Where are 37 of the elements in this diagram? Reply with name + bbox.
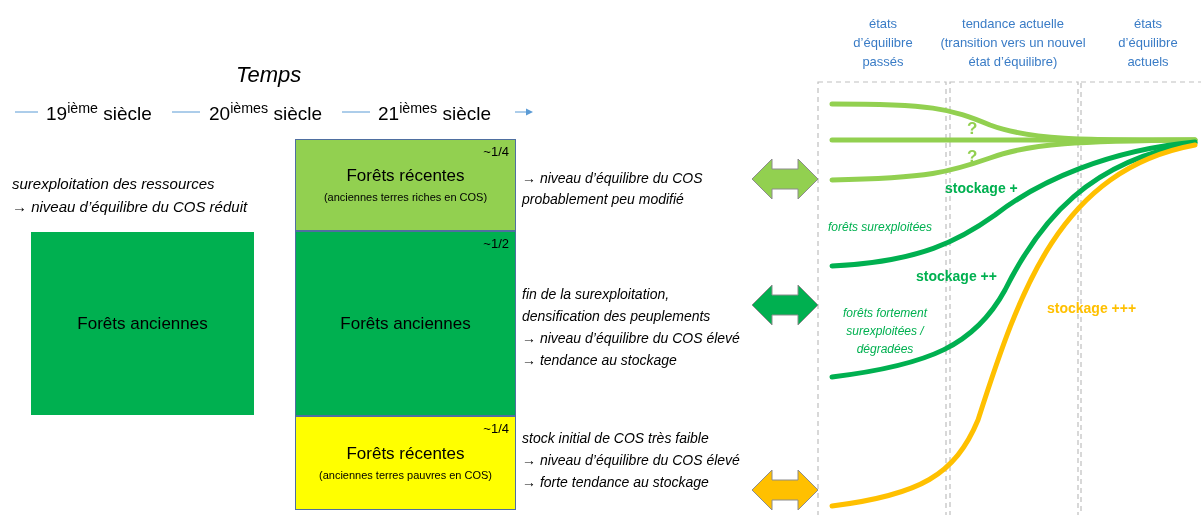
share-label: ~1/4 [483,144,509,160]
box-title: Forêts récentes [346,443,465,465]
column-header: états d’équilibre actuels [1117,15,1179,71]
box-subtitle: (anciennes terres riches en COS) [323,190,488,205]
box-subtitle: (anciennes terres pauvres en COS) [319,468,492,483]
curve-label: stockage + [945,179,1018,198]
description-text: fin de la surexploitation, [522,285,670,304]
box-title: Forêts récentes [346,165,465,187]
description-text: → forte tendance au stockage [522,473,709,492]
description-text: → niveau d’équilibre du COS élevé [522,451,740,470]
question-mark: ? [967,118,978,140]
description-text: → niveau d’équilibre du COS élevé [522,329,740,348]
forest-box [295,139,516,231]
forest-box [31,232,254,415]
century-label: 20$^{ièmes}$ siècle [209,100,322,126]
description-text: densification des peuplements [522,307,711,326]
share-label: ~1/2 [483,236,509,252]
description-text: → tendance au stockage [522,351,677,370]
column-header: tendance actuelle (transition vers un nouvel état d’équilibre) [939,15,1087,71]
curve-label: forêts fortement surexploitées / dégradées [841,305,929,358]
timeline-title: Temps [236,61,302,89]
curve-label: forêts surexploitées [826,219,934,236]
forest-box [295,231,516,416]
description-text: → niveau d’équilibre du COS réduit [12,197,248,217]
century-label: 19$^{ième}$ siècle [46,100,152,126]
forest-box [295,416,516,510]
column-header: états d’équilibre passés [852,15,914,71]
curve-label: stockage +++ [1047,299,1137,318]
description-text: stock initial de COS très faible [522,429,709,448]
share-label: ~1/4 [483,421,509,437]
box-title: Forêts anciennes [340,312,471,335]
box-title: Forêts anciennes [77,312,208,335]
question-mark: ? [967,146,978,168]
description-text: surexploitation des ressources [12,174,215,194]
description-text: → niveau d’équilibre du COS probablement peu modifié [522,169,704,209]
century-label: 21$^{ièmes}$ siècle [378,100,491,126]
curve-label: stockage ++ [916,267,997,286]
